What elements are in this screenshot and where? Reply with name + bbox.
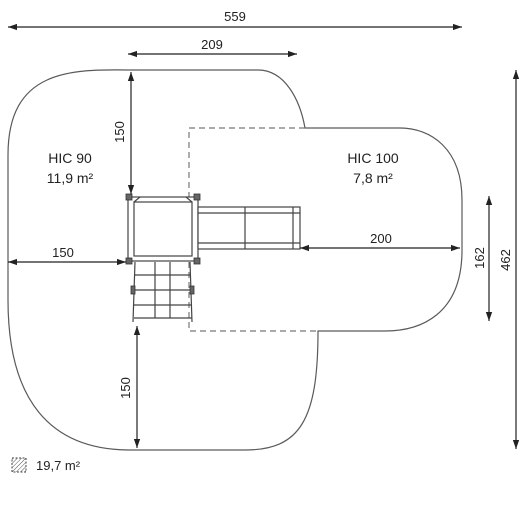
post-bl: [125, 257, 133, 265]
zone-right-label: HIC 100: [347, 150, 399, 166]
dim-label-overall-width: 559: [224, 9, 246, 24]
post-br: [193, 257, 201, 265]
zone-right-area: 7,8 m²: [353, 170, 393, 186]
dim-label-top-clearance: 150: [112, 121, 127, 143]
legend-total-area: 19,7 m²: [36, 458, 81, 473]
post-tl: [125, 193, 133, 201]
dim-label-overall-depth: 462: [498, 249, 513, 271]
dim-label-left-clearance: 150: [52, 245, 74, 260]
dim-label-slide-zone-depth: 162: [472, 247, 487, 269]
slide-zone-dashed-boundary: [188, 127, 318, 332]
dim-label-platform-width: 209: [201, 37, 223, 52]
slide: [197, 206, 301, 250]
zone-left-label: HIC 90: [48, 150, 92, 166]
safety-zone-outline: [7, 69, 463, 451]
ladder: [130, 261, 195, 323]
legend: 19,7 m²: [11, 457, 81, 473]
post-tr: [193, 193, 201, 201]
tower-structure: [125, 193, 201, 265]
hatched-square-icon: [11, 457, 27, 473]
platform: [127, 196, 199, 262]
platform-inner: [133, 201, 193, 257]
zone-left-area: 11,9 m²: [47, 170, 94, 186]
dim-label-slide-clearance: 200: [370, 231, 392, 246]
dim-label-bottom-clearance: 150: [118, 377, 133, 399]
